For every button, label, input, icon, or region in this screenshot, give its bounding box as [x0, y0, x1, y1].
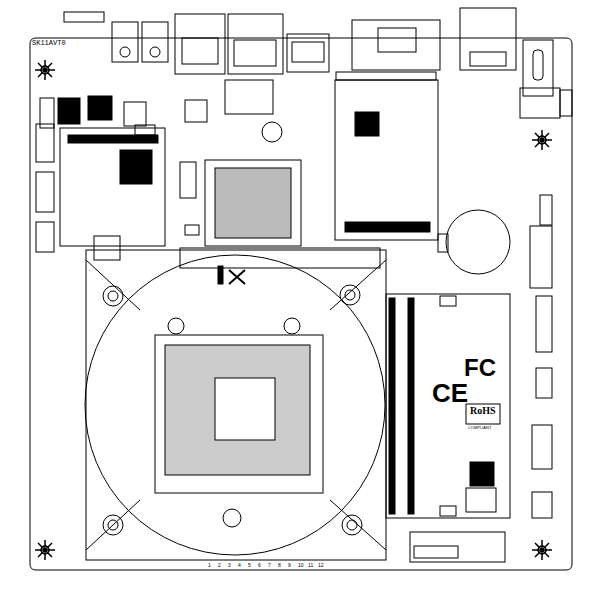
pin-number: 10: [298, 563, 304, 568]
components: [36, 80, 552, 562]
ce-mark: CE: [432, 380, 468, 406]
memory-slots: [386, 294, 510, 518]
fan-symbols: [35, 60, 552, 560]
fcc-mark: FC: [464, 356, 496, 380]
rohs-note: COMPLIANT: [468, 426, 491, 430]
rohs-box: [466, 404, 500, 424]
pin-number: 8: [278, 563, 281, 568]
pin-number: 6: [258, 563, 261, 568]
rohs-mark: RoHS: [470, 406, 496, 416]
pin-number: 2: [218, 563, 221, 568]
board-outline: [30, 38, 572, 570]
pin-number: 3: [228, 563, 231, 568]
cpu-socket: [85, 250, 386, 560]
pin-number: 9: [288, 563, 291, 568]
pin-number: 5: [248, 563, 251, 568]
pin-number: 12: [318, 563, 324, 568]
pin-number: 4: [238, 563, 241, 568]
pin-number: 7: [268, 563, 271, 568]
pin-number: 1: [208, 563, 211, 568]
pin-number: 11: [308, 563, 313, 568]
board-code: SK11AVT0: [32, 40, 66, 47]
